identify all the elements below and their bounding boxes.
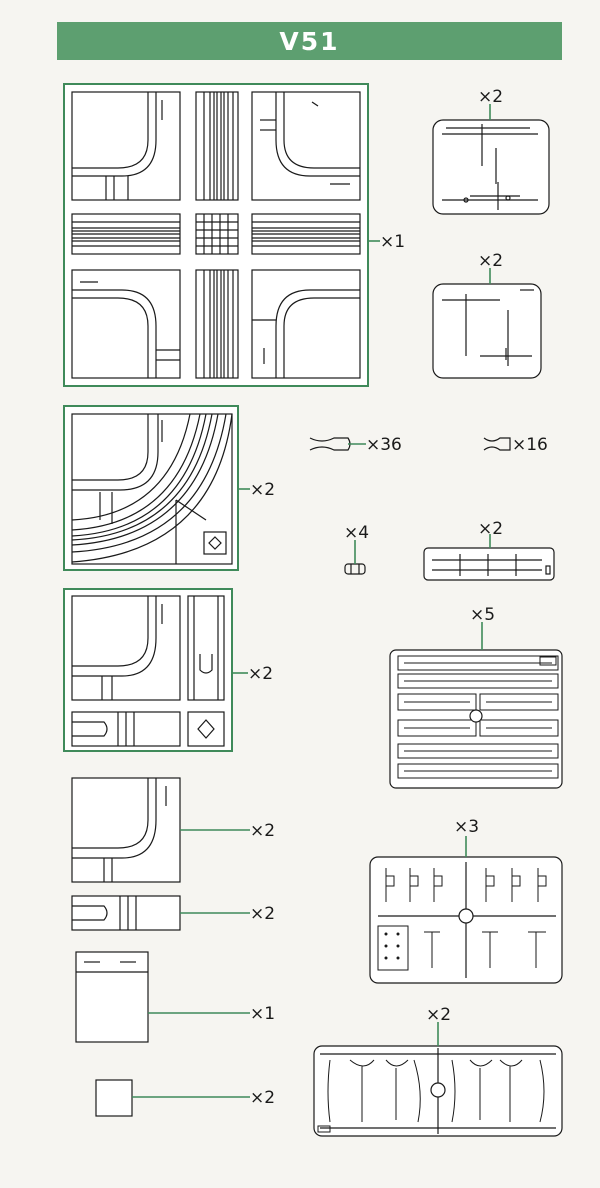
joiner-small-icon (483, 437, 511, 451)
qty-sprue-poles-a: ×2 (478, 87, 503, 107)
joiner-large-icon (309, 437, 351, 451)
sprue-rail-small (423, 547, 555, 581)
qty-corner-plate: ×2 (250, 821, 275, 841)
t-plate (63, 588, 233, 752)
qty-curve-plate: ×2 (250, 480, 275, 500)
page-title: V51 (279, 26, 340, 56)
curve-plate (63, 405, 239, 571)
sprue-fences (389, 649, 563, 789)
flat-plate (75, 951, 149, 1043)
sprue-signs (369, 856, 563, 984)
qty-sprue-poles-b: ×2 (478, 251, 503, 271)
qty-joiner-small: ×16 (512, 435, 548, 455)
title-bar: V51 (57, 22, 562, 60)
qty-crossing-plate: ×1 (380, 232, 405, 252)
qty-sprue-rail-small: ×2 (478, 519, 503, 539)
corner-plate (71, 777, 181, 883)
qty-sprue-signs: ×3 (454, 817, 479, 837)
qty-sprue-arches: ×2 (426, 1005, 451, 1025)
small-strip (71, 895, 181, 931)
qty-joiner-large: ×36 (366, 435, 402, 455)
crossing-plate (63, 83, 369, 387)
qty-square-tile: ×2 (250, 1088, 275, 1108)
clip-icon (344, 563, 366, 575)
qty-clip: ×4 (344, 523, 369, 543)
sprue-arches (313, 1045, 563, 1137)
sprue-poles-a (432, 119, 550, 215)
qty-small-strip: ×2 (250, 904, 275, 924)
sprue-poles-b (432, 283, 542, 379)
qty-t-plate: ×2 (248, 664, 273, 684)
square-tile (95, 1079, 133, 1117)
qty-sprue-fences: ×5 (470, 605, 495, 625)
qty-flat-plate: ×1 (250, 1004, 275, 1024)
